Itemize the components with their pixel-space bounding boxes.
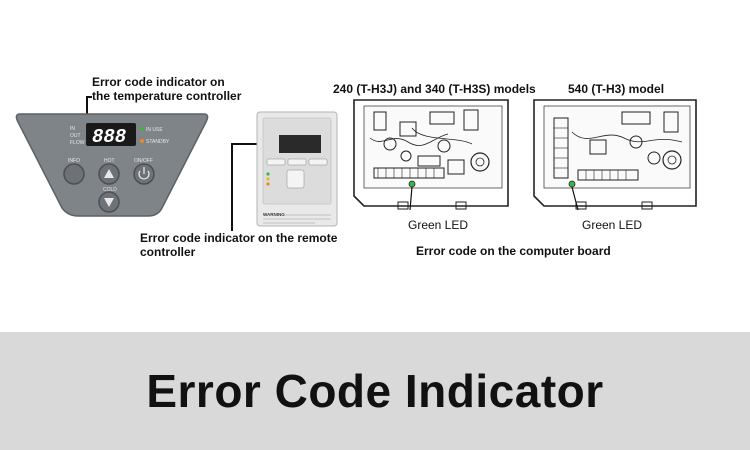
board1-pcb [363, 105, 503, 189]
mode-label-in: IN [70, 126, 75, 132]
remote-warning-label: WARNING [263, 212, 285, 217]
standby-label: STANDBY [146, 139, 170, 145]
remote-power-button[interactable] [286, 169, 305, 189]
remote-controller: WARNING [256, 111, 338, 227]
up-arrow-icon [104, 169, 114, 178]
models-240-340-heading: 240 (T-H3J) and 340 (T-H3S) models [333, 82, 536, 96]
board1-mount-left [397, 201, 409, 210]
title-banner: Error Code Indicator [0, 332, 750, 450]
cold-label: COLD [103, 187, 117, 193]
standby-led [140, 139, 144, 143]
on-off-button[interactable] [133, 163, 155, 185]
board1-mount-right [455, 201, 467, 210]
remote-button-1[interactable] [266, 158, 286, 166]
temperature-display-digits: 888 [92, 126, 126, 148]
remote-button-3[interactable] [308, 158, 328, 166]
remote-callout-line-2: controller [140, 245, 196, 259]
temperature-display [86, 123, 136, 146]
board2-mount-left [575, 201, 587, 210]
hot-label: HOT [104, 158, 115, 164]
board-caption: Error code on the computer board [416, 244, 611, 258]
board1-green-led [408, 180, 416, 188]
remote-yellow-led [266, 177, 270, 181]
temp-callout-line-1: Error code indicator on [92, 75, 225, 89]
remote-callout-line-1: Error code indicator on the remote [140, 231, 338, 245]
model-540-heading: 540 (T-H3) model [568, 82, 665, 96]
board2-green-led-label: Green LED [582, 218, 643, 232]
cold-down-button[interactable] [98, 191, 120, 213]
banner-title: Error Code Indicator [146, 365, 604, 417]
info-button[interactable] [63, 163, 85, 185]
on-off-label: ON/OFF [134, 158, 153, 164]
temp-callout-leader-h [86, 96, 92, 98]
down-arrow-icon [104, 198, 114, 207]
remote-orange-led [266, 182, 270, 186]
temp-callout-line-2: the temperature controller [92, 89, 242, 103]
in-use-led [140, 127, 144, 131]
board2-mount-right [641, 201, 653, 210]
remote-callout-leader-h [231, 143, 271, 145]
remote-display [279, 135, 321, 153]
board1-led-leader [409, 186, 413, 211]
info-label: INFO [68, 158, 80, 164]
computer-board-240-340 [353, 99, 509, 211]
board2-led-leader [571, 186, 579, 211]
hot-up-button[interactable] [98, 163, 120, 185]
remote-callout-leader-v [231, 143, 233, 231]
board2-green-led [568, 180, 576, 188]
remote-green-led [266, 172, 270, 176]
mode-label-out: OUT [70, 133, 81, 139]
power-icon [138, 170, 150, 180]
board1-green-led-label: Green LED [408, 218, 469, 232]
mode-label-flow: FLOW [70, 140, 85, 146]
in-use-label: IN USE [146, 127, 163, 133]
remote-button-2[interactable] [287, 158, 307, 166]
computer-board-540 [533, 99, 697, 211]
temperature-controller-panel: IN OUT FLOW 888 IN USE STANDBY INFO HOT … [15, 113, 209, 217]
temp-callout-leader-v [86, 96, 88, 130]
